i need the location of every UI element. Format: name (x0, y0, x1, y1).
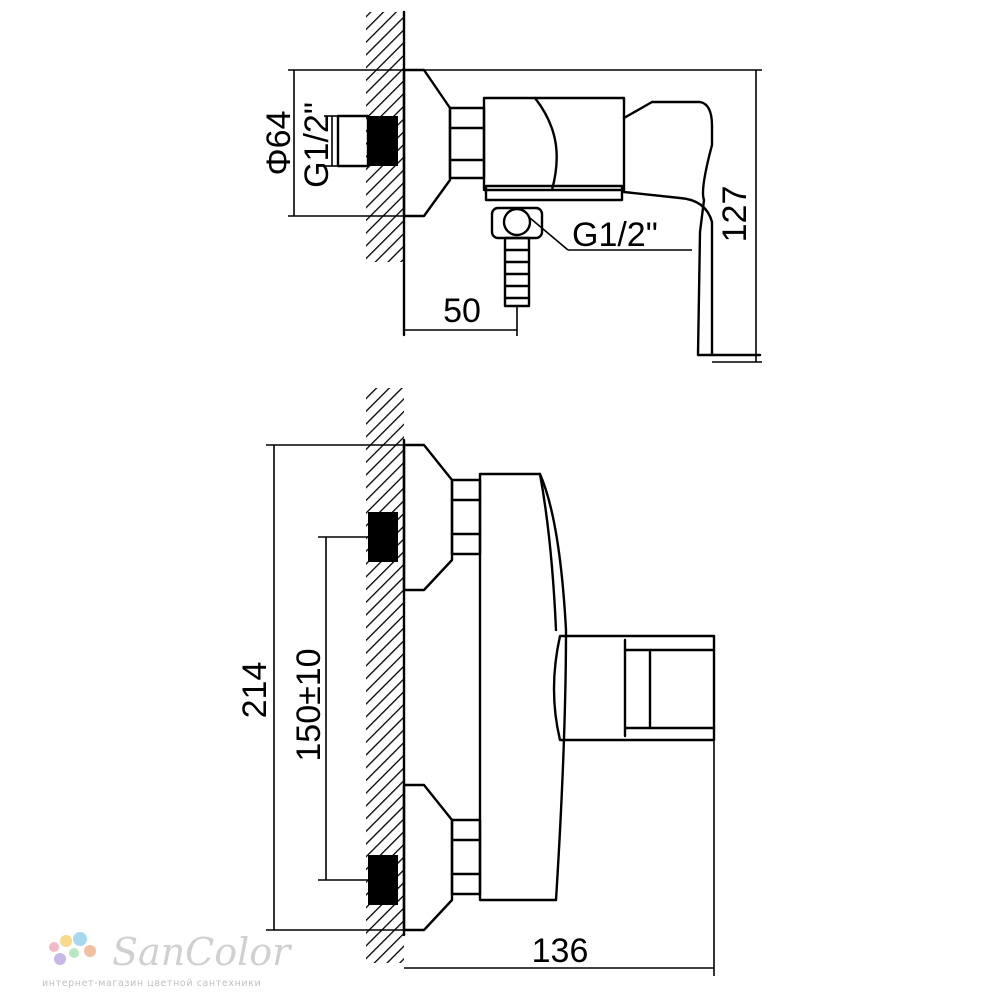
watermark-dot (73, 932, 87, 946)
dim-diameter: Φ64 (260, 111, 298, 176)
dim-outlet-offset: 50 (443, 292, 481, 330)
watermark-dot (69, 948, 79, 958)
dim-projection: 136 (532, 932, 589, 970)
front-view: 214 150±10 136 (236, 388, 716, 976)
watermark-dot (60, 935, 72, 947)
brand-watermark: SanColor интернет-магазин цветной сантех… (42, 930, 293, 989)
upper-inlet-thread (368, 512, 398, 562)
watermark-tagline: интернет-магазин цветной сантехники (42, 978, 261, 989)
dim-inlet-spacing: 150±10 (290, 648, 328, 761)
dim-outlet-thread: G1/2" (572, 216, 658, 254)
top-view: Φ64 G1/2" 127 G1/2" 50 (260, 10, 762, 363)
dim-wall-thread: G1/2" (298, 102, 336, 188)
color-dots-icon (49, 932, 96, 965)
watermark-brand: SanColor (112, 930, 293, 974)
watermark-dot (84, 945, 96, 957)
watermark-dot (54, 953, 66, 965)
wall-pipe-thread (368, 116, 398, 166)
dim-total-width: 214 (236, 662, 274, 719)
dim-lever-height: 127 (716, 186, 754, 243)
lower-inlet-thread (368, 855, 398, 905)
watermark-dot (49, 942, 59, 952)
